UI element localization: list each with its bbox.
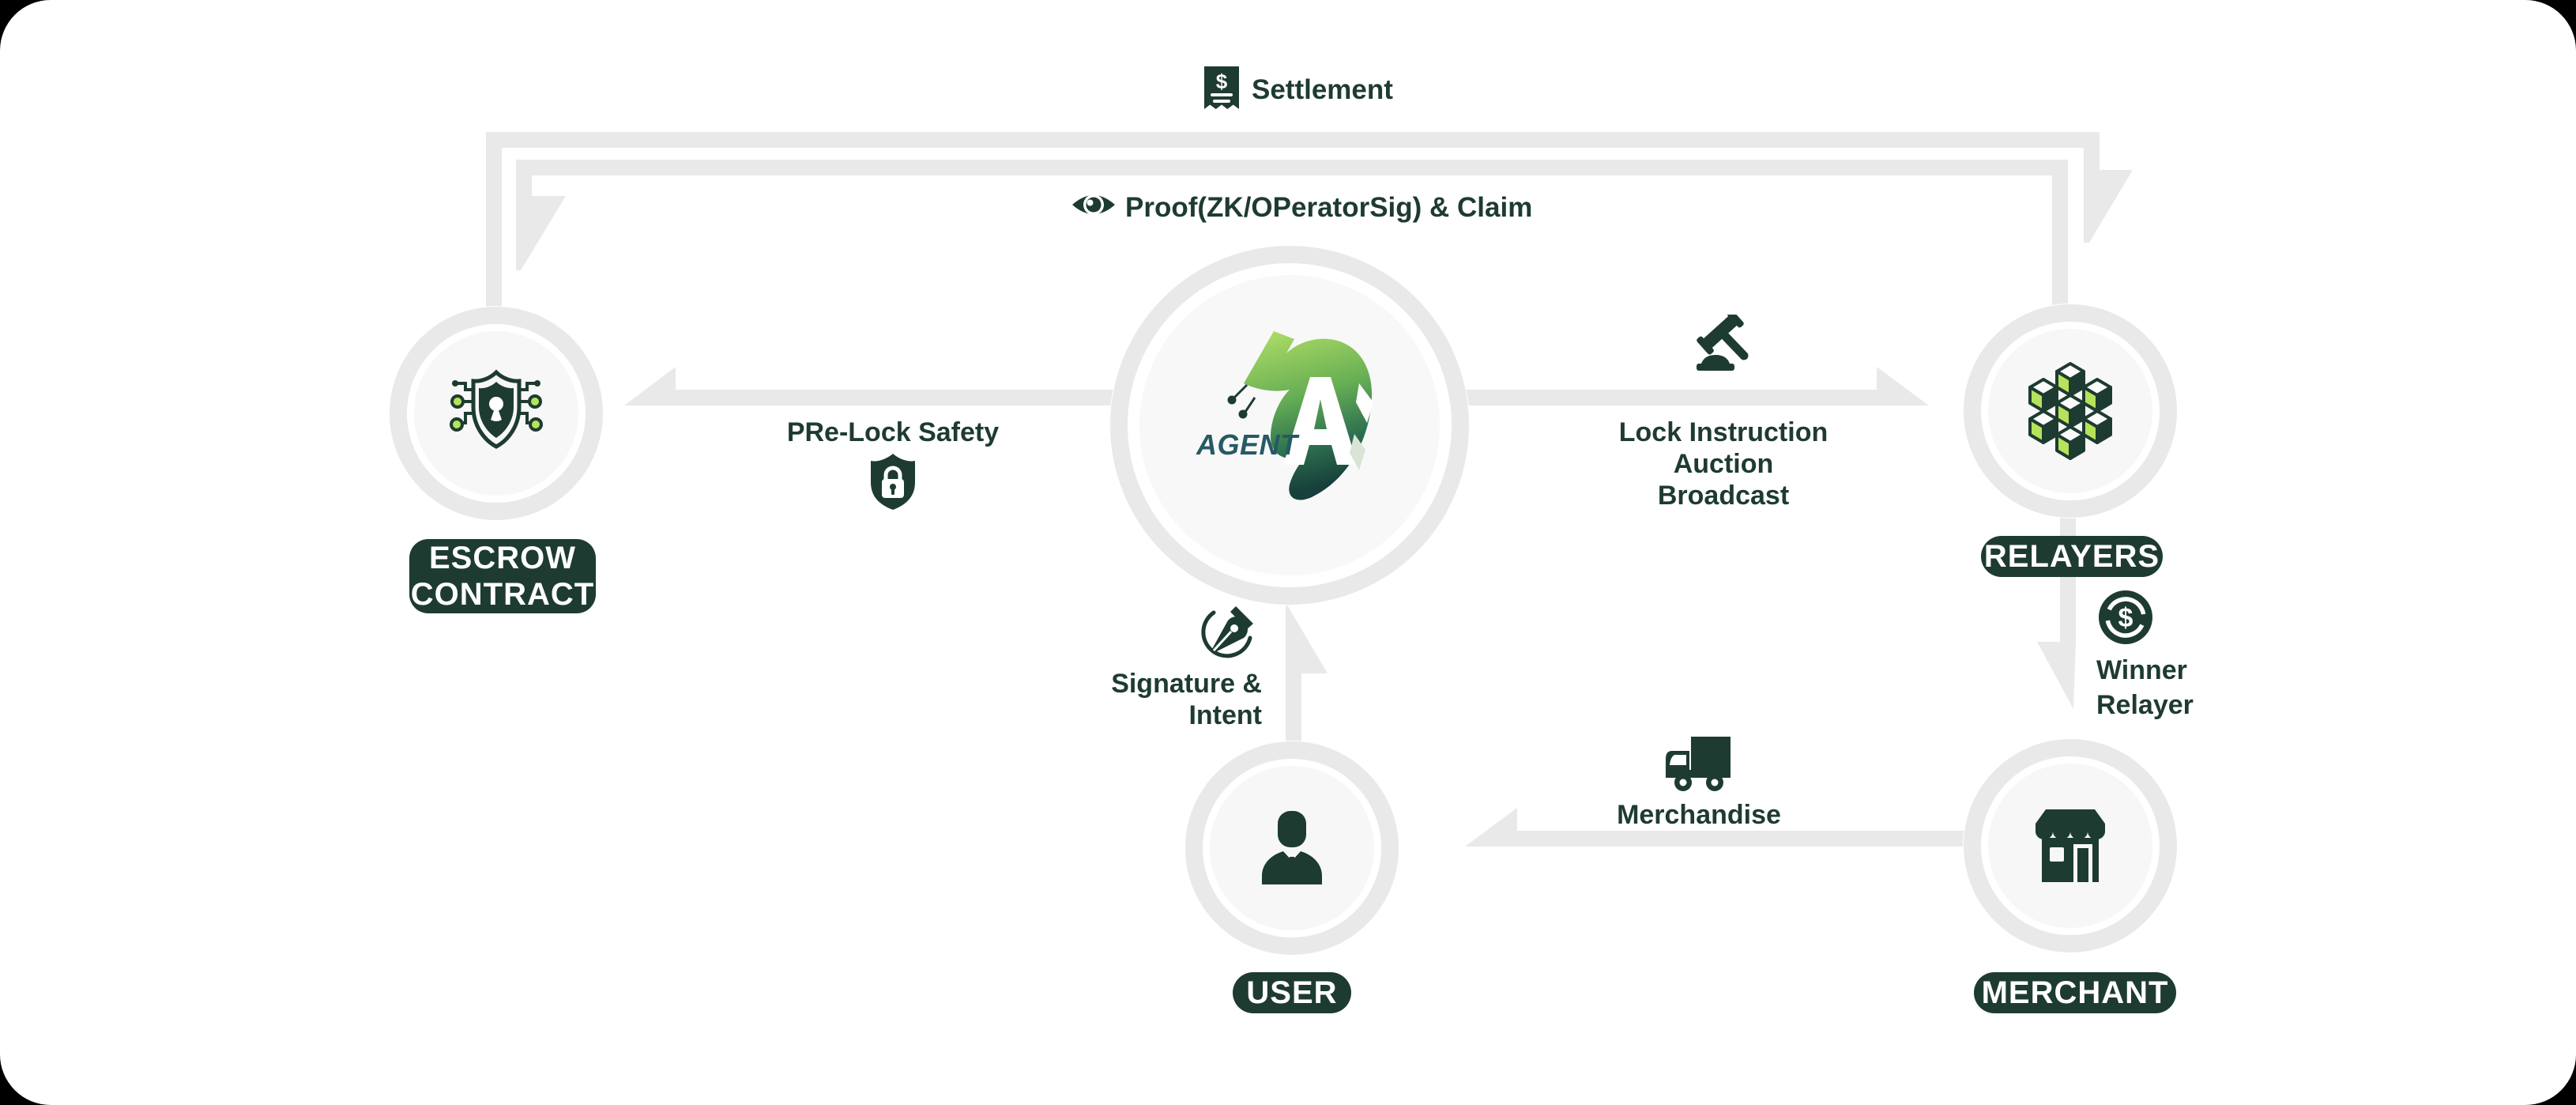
agent-logo-circuit xyxy=(1227,383,1256,419)
edge-proof-claim-path xyxy=(516,160,2068,318)
relayers-pill: RELAYERS xyxy=(1981,536,2163,577)
shield-lock-icon xyxy=(871,454,915,510)
settlement-label: Settlement xyxy=(1252,74,1393,105)
cubes-icon xyxy=(2028,362,2112,460)
lock-auction-label: Lock Instruction Auction Broadcast xyxy=(1605,417,1842,511)
agent-wordmark: AGENT xyxy=(1196,428,1300,461)
signature-line: Signature & xyxy=(1111,669,1262,699)
gavel-icon xyxy=(1697,315,1749,371)
auction-broadcast-line: Auction Broadcast xyxy=(1657,449,1790,511)
eye-icon xyxy=(1072,194,1115,215)
agent-logo-icon: AGENT xyxy=(1196,331,1373,500)
edge-signature-arrow xyxy=(1286,602,1328,751)
contract-line: CONTRACT xyxy=(410,577,595,612)
relayer-line: Relayer xyxy=(2096,690,2194,720)
proof-claim-label: Proof(ZK/OPeratorSig) & Claim xyxy=(1125,192,1533,223)
escrow-contract-pill: ESCROW CONTRACT xyxy=(409,539,596,613)
storefront-icon xyxy=(2036,809,2105,882)
winner-line: Winner xyxy=(2096,655,2187,685)
shield-circuit-icon xyxy=(450,369,543,449)
merchandise-label: Merchandise xyxy=(1617,800,1781,830)
edge-prelock-arrow xyxy=(624,367,1118,405)
signature-intent-label: Signature & Intent xyxy=(1088,668,1262,731)
edge-lock-auction-arrow xyxy=(1462,367,1929,405)
intent-line: Intent xyxy=(1188,700,1262,730)
node-user-circle xyxy=(1184,741,1399,956)
winner-relayer-label: Winner Relayer xyxy=(2096,653,2194,722)
edge-merchandise-arrow xyxy=(1465,808,1968,847)
pen-nib-icon xyxy=(1201,606,1253,658)
prelock-safety-label: PRe-Lock Safety xyxy=(786,417,1000,447)
truck-icon xyxy=(1666,737,1731,791)
coin-dollar-glyph: $ xyxy=(2118,603,2133,633)
merchant-pill: MERCHANT xyxy=(1974,972,2176,1013)
person-icon xyxy=(1262,811,1322,884)
edge-settlement-path xyxy=(486,132,2133,322)
lock-instruction-line: Lock Instruction xyxy=(1618,417,1828,447)
user-pill: USER xyxy=(1233,972,1351,1013)
receipt-dollar-glyph: $ xyxy=(1216,70,1228,93)
coin-icon: $ xyxy=(2099,590,2152,644)
receipt-icon: $ xyxy=(1204,66,1239,109)
escrow-line: ESCROW xyxy=(429,541,576,575)
